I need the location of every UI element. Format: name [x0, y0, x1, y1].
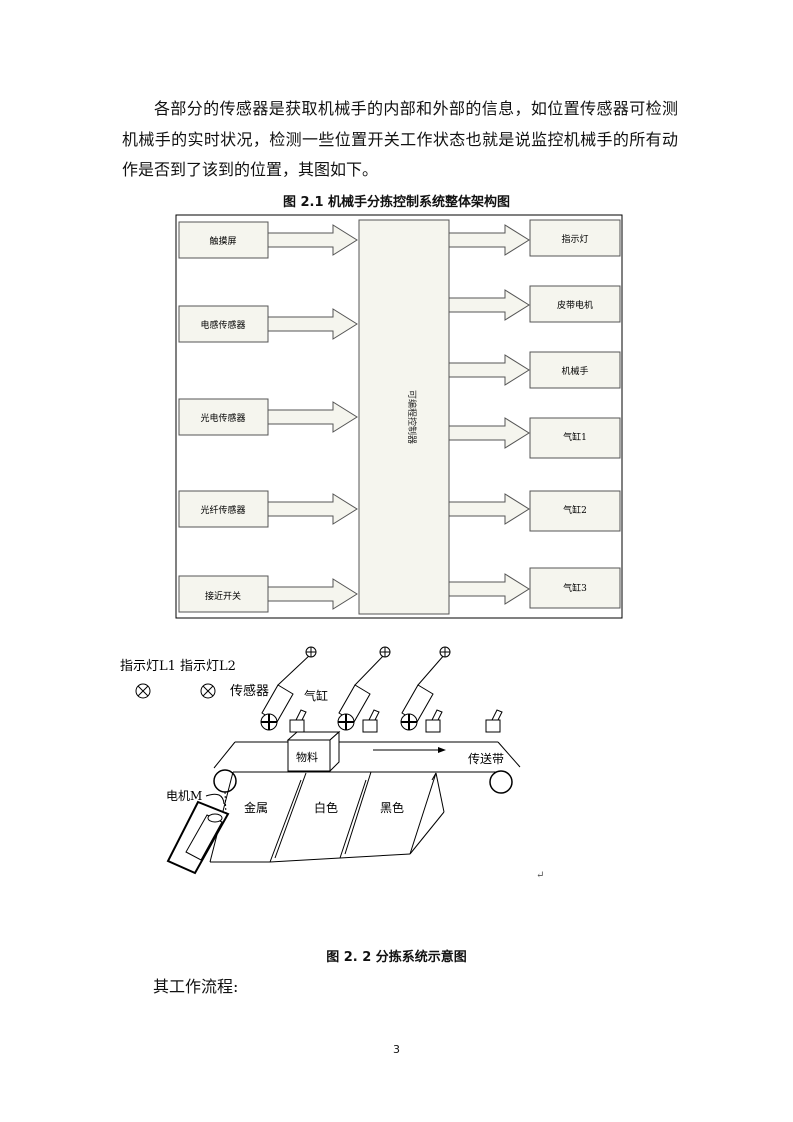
- return-mark: ↵: [536, 870, 544, 881]
- conveyor-label: 传送带: [468, 751, 504, 766]
- lamp-l1-icon: [135, 683, 151, 699]
- input-label: 触摸屏: [209, 235, 236, 247]
- input-label: 光电传感器: [200, 412, 245, 424]
- input-label: 电感传感器: [200, 319, 245, 331]
- input-电感传感器: 电感传感器: [178, 305, 358, 343]
- figure1-caption: 图 2.1 机械手分拣控制系统整体架构图: [282, 195, 511, 210]
- lamp-l2-icon: [200, 683, 216, 699]
- output-arrow: [448, 354, 530, 386]
- page-number: 3: [393, 1043, 400, 1056]
- intro-paragraph: 各部分的传感器是获取机械手的内部和外部的信息，如位置传感器可检测机械手的实时状况…: [122, 99, 678, 179]
- output-气缸1: 气缸1: [448, 417, 621, 459]
- output-皮带电机: 皮带电机: [448, 285, 621, 323]
- input-arrow: [267, 578, 358, 610]
- input-arrow: [267, 224, 358, 256]
- input-label: 接近开关: [205, 590, 241, 602]
- input-光电传感器: 光电传感器: [178, 398, 358, 436]
- architecture-diagram: 可编程控制器 触摸屏 电感传感器 光电传感器 光纤传感器 接近开关 指示灯 皮带…: [175, 214, 623, 619]
- input-arrow: [267, 493, 358, 525]
- output-指示灯: 指示灯: [448, 219, 621, 257]
- output-气缸3: 气缸3: [448, 567, 621, 609]
- lamps-label: 指示灯L1 指示灯L2: [120, 659, 236, 674]
- sorting-system-diagram: 指示灯L1 指示灯L2 传感器 气缸: [120, 646, 544, 881]
- bin-label-black: 黑色: [380, 801, 404, 815]
- output-arrow: [448, 289, 530, 321]
- output-arrow: [448, 573, 530, 605]
- cylinder-label: 气缸: [304, 688, 328, 703]
- output-label: 机械手: [561, 365, 588, 377]
- input-arrow: [267, 401, 358, 433]
- cylinder-3: [400, 646, 451, 731]
- sensor-4-icon: [485, 709, 503, 733]
- body-line: 其工作流程:: [153, 977, 239, 996]
- bin-label-metal: 金属: [244, 800, 268, 815]
- input-光纤传感器: 光纤传感器: [178, 490, 358, 528]
- sensor-3-icon: [425, 709, 443, 733]
- output-label: 气缸1: [563, 431, 587, 443]
- cylinder-2: [337, 646, 391, 731]
- sorting-bins: [209, 771, 445, 863]
- output-气缸2: 气缸2: [448, 490, 621, 532]
- output-arrow: [448, 224, 530, 256]
- input-接近开关: 接近开关: [178, 575, 358, 613]
- sensor-1-icon: [289, 709, 307, 733]
- output-label: 气缸3: [563, 582, 587, 594]
- input-触摸屏: 触摸屏: [178, 221, 358, 259]
- controller-label: 可编程控制器: [406, 390, 418, 444]
- output-arrow: [448, 417, 530, 449]
- motion-arrowhead: [438, 747, 446, 753]
- input-label: 光纤传感器: [200, 504, 245, 516]
- bin-label-white: 白色: [314, 800, 338, 815]
- output-arrow: [448, 493, 530, 525]
- sensor-label: 传感器: [230, 683, 269, 699]
- cylinder-1: [260, 646, 317, 731]
- output-label: 皮带电机: [557, 299, 593, 311]
- input-arrow: [267, 308, 358, 340]
- figure2-caption: 图 2. 2 分拣系统示意图: [326, 950, 467, 965]
- motor-label: 电机M: [166, 789, 202, 803]
- controller-box: [358, 219, 450, 615]
- motor-arrow: [205, 793, 225, 805]
- material-label: 物料: [296, 750, 318, 764]
- motor-m: [166, 791, 230, 875]
- conveyor-belt: [213, 741, 521, 794]
- output-label: 气缸2: [563, 504, 587, 516]
- sensor-2-icon: [362, 709, 380, 733]
- output-label: 指示灯: [561, 233, 588, 245]
- output-机械手: 机械手: [448, 351, 621, 389]
- material-box: [286, 730, 341, 773]
